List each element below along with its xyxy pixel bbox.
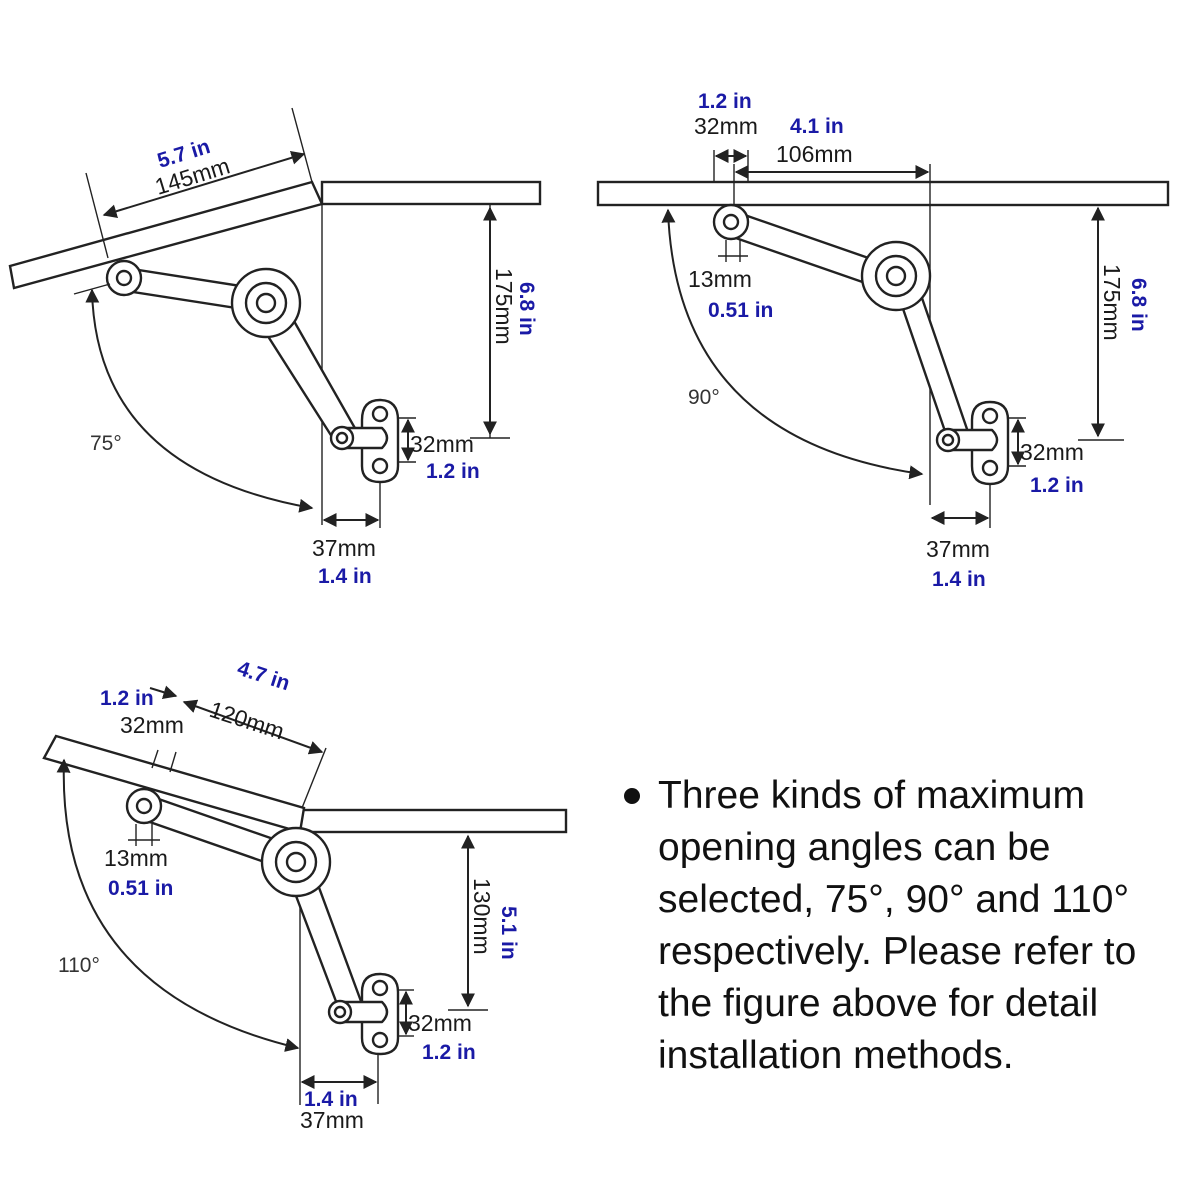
label-130-in: 5.1 in bbox=[497, 906, 520, 960]
diagram-90-degree: 1.2 in 32mm 4.1 in 106mm 13mm 0.51 in 17… bbox=[596, 90, 1170, 591]
note-text: Three kinds of maximum opening angles ca… bbox=[658, 774, 1137, 1077]
installation-note: Three kinds of maximum opening angles ca… bbox=[624, 770, 1184, 1082]
label-top-mm: 32mm bbox=[120, 712, 184, 738]
label-length-mm: 120mm bbox=[206, 696, 287, 744]
label-37-in: 1.4 in bbox=[304, 1088, 358, 1111]
label-32-in: 1.2 in bbox=[422, 1041, 476, 1064]
label-length-mm: 106mm bbox=[776, 141, 853, 167]
board bbox=[596, 180, 1170, 207]
label-37-mm: 37mm bbox=[312, 535, 376, 561]
label-175-in: 6.8 in bbox=[515, 282, 538, 336]
label-top-in: 1.2 in bbox=[698, 90, 752, 113]
label-top-mm: 32mm bbox=[694, 113, 758, 139]
label-175-in: 6.8 in bbox=[1127, 278, 1150, 332]
label-angle-110: 110° bbox=[58, 954, 100, 977]
diagram-75-degree: 5.7 in 145mm 175mm 6.8 in 32mm 1.2 in 37… bbox=[8, 107, 542, 588]
label-length-in: 4.7 in bbox=[234, 657, 292, 695]
label-37-in: 1.4 in bbox=[318, 565, 372, 588]
label-32-mm: 32mm bbox=[410, 431, 474, 457]
label-130-mm: 130mm bbox=[469, 878, 495, 955]
label-pivot-in: 0.51 in bbox=[108, 877, 173, 900]
label-175-mm: 175mm bbox=[491, 268, 517, 345]
label-angle-90: 90° bbox=[688, 386, 720, 409]
label-pivot-mm: 13mm bbox=[104, 845, 168, 871]
label-32-in: 1.2 in bbox=[1030, 474, 1084, 497]
label-37-mm: 37mm bbox=[926, 536, 990, 562]
label-32-mm: 32mm bbox=[1020, 439, 1084, 465]
diagram-110-degree: 1.2 in 32mm 4.7 in 120mm 13mm 0.51 in 13… bbox=[42, 657, 568, 1133]
label-32-in: 1.2 in bbox=[426, 460, 480, 483]
label-top-in: 1.2 in bbox=[100, 687, 154, 710]
fixed-board bbox=[320, 180, 542, 206]
label-angle-75: 75° bbox=[90, 432, 122, 455]
label-175-mm: 175mm bbox=[1099, 264, 1125, 341]
label-37-in: 1.4 in bbox=[932, 568, 986, 591]
label-pivot-mm: 13mm bbox=[688, 266, 752, 292]
label-pivot-in: 0.51 in bbox=[708, 299, 773, 322]
label-32-mm: 32mm bbox=[408, 1010, 472, 1036]
bullet-icon bbox=[624, 788, 640, 804]
fixed-board bbox=[298, 808, 568, 834]
label-37-mm: 37mm bbox=[300, 1107, 364, 1133]
label-length-in: 4.1 in bbox=[790, 115, 844, 138]
